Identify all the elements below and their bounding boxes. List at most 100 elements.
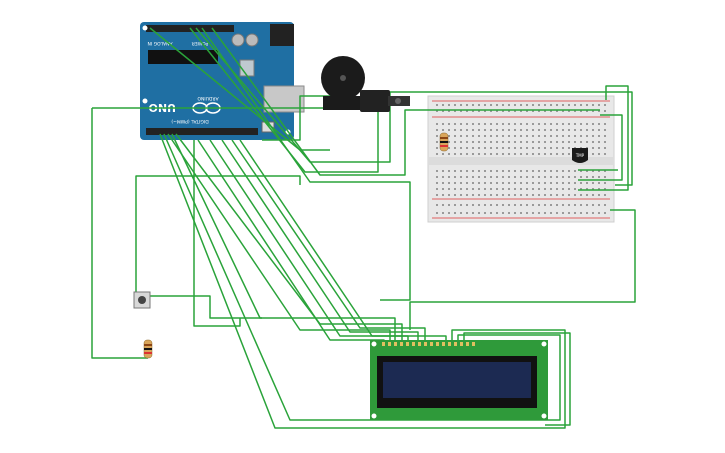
breadboard-hole [550, 135, 552, 137]
breadboard-hole [478, 194, 480, 196]
mount-hole [541, 341, 547, 347]
wire[interactable] [409, 209, 636, 330]
breadboard-hole [460, 104, 462, 106]
breadboard-hole [574, 104, 576, 106]
breadboard-hole [562, 204, 564, 206]
breadboard-hole [592, 123, 594, 125]
breadboard-hole [568, 123, 570, 125]
breadboard-hole [538, 147, 540, 149]
breadboard-hole [526, 204, 528, 206]
breadboard-hole [436, 123, 438, 125]
wire[interactable] [239, 139, 447, 342]
breadboard-hole [442, 153, 444, 155]
wire[interactable] [163, 133, 561, 421]
breadboard-hole [580, 129, 582, 131]
wire[interactable] [91, 108, 148, 359]
lcd-pin [472, 342, 475, 346]
breadboard-hole [454, 194, 456, 196]
breadboard-hole [466, 110, 468, 112]
breadboard-hole [490, 188, 492, 190]
wire[interactable] [193, 140, 241, 327]
breadboard-hole [490, 212, 492, 214]
breadboard-hole [598, 110, 600, 112]
breadboard-hole [580, 110, 582, 112]
breadboard-hole [472, 141, 474, 143]
breadboard-hole [538, 182, 540, 184]
breadboard-hole [496, 153, 498, 155]
breadboard-hole [484, 110, 486, 112]
breadboard-hole [598, 176, 600, 178]
wire[interactable] [171, 133, 396, 342]
breadboard-hole [466, 194, 468, 196]
resistor-breadboard[interactable] [439, 132, 449, 152]
wire[interactable] [211, 27, 600, 176]
breadboard-hole [490, 141, 492, 143]
breadboard-hole [448, 147, 450, 149]
lcd-display[interactable] [370, 340, 548, 420]
breadboard-hole [526, 153, 528, 155]
breadboard-hole [466, 188, 468, 190]
wire[interactable] [578, 114, 623, 181]
breadboard-hole [586, 129, 588, 131]
breadboard-hole [460, 141, 462, 143]
breadboard-hole [544, 110, 546, 112]
breadboard-hole [598, 141, 600, 143]
breadboard-hole [544, 129, 546, 131]
breadboard-hole [544, 153, 546, 155]
breadboard-hole [448, 188, 450, 190]
arduino-brand-label: ARDUINO [197, 95, 219, 101]
breadboard-hole [508, 182, 510, 184]
temperature-sensor[interactable]: TMP [572, 148, 588, 163]
wire[interactable] [159, 133, 566, 429]
breadboard-hole [436, 104, 438, 106]
wire[interactable] [189, 27, 379, 173]
breadboard-hole [448, 212, 450, 214]
breadboard-hole [592, 176, 594, 178]
breadboard-hole [586, 182, 588, 184]
breadboard-hole [496, 188, 498, 190]
breadboard-hole [598, 129, 600, 131]
breadboard-hole [460, 170, 462, 172]
breadboard-hole [514, 110, 516, 112]
microcontroller-chip [148, 50, 218, 64]
breadboard-hole [592, 182, 594, 184]
breadboard-hole [538, 204, 540, 206]
wire[interactable] [148, 295, 262, 319]
breadboard-hole [592, 153, 594, 155]
lcd-pin [412, 342, 415, 346]
breadboard-hole [604, 141, 606, 143]
resistor-button[interactable] [143, 339, 153, 359]
wire[interactable] [463, 332, 571, 426]
wire[interactable] [262, 95, 340, 141]
breadboard-hole [448, 123, 450, 125]
lcd-pin [454, 342, 457, 346]
breadboard-hole [538, 135, 540, 137]
wire[interactable] [201, 27, 411, 301]
breadboard-hole [508, 104, 510, 106]
breadboard-hole [502, 188, 504, 190]
breadboard-hole [442, 194, 444, 196]
breadboard-hole [514, 182, 516, 184]
breadboard-hole [562, 176, 564, 178]
breadboard-hole [574, 170, 576, 172]
potentiometer[interactable] [360, 90, 410, 112]
wire[interactable] [231, 139, 426, 342]
breadboard-hole [508, 153, 510, 155]
wire[interactable] [578, 85, 629, 191]
wire[interactable] [175, 133, 403, 342]
lcd-pin [424, 342, 427, 346]
wire[interactable] [221, 139, 419, 342]
breadboard-hole [496, 110, 498, 112]
lcd-pin-header [382, 342, 475, 346]
breadboard-hole [436, 176, 438, 178]
breadboard-hole [436, 110, 438, 112]
wire[interactable] [135, 175, 301, 296]
push-button[interactable] [133, 291, 151, 309]
breadboard-hole [436, 182, 438, 184]
breadboard-hole [436, 170, 438, 172]
breadboard-hole [478, 147, 480, 149]
breadboard-hole [550, 176, 552, 178]
breadboard-hole [562, 194, 564, 196]
lcd-pin [448, 342, 451, 346]
breadboard-hole [544, 204, 546, 206]
